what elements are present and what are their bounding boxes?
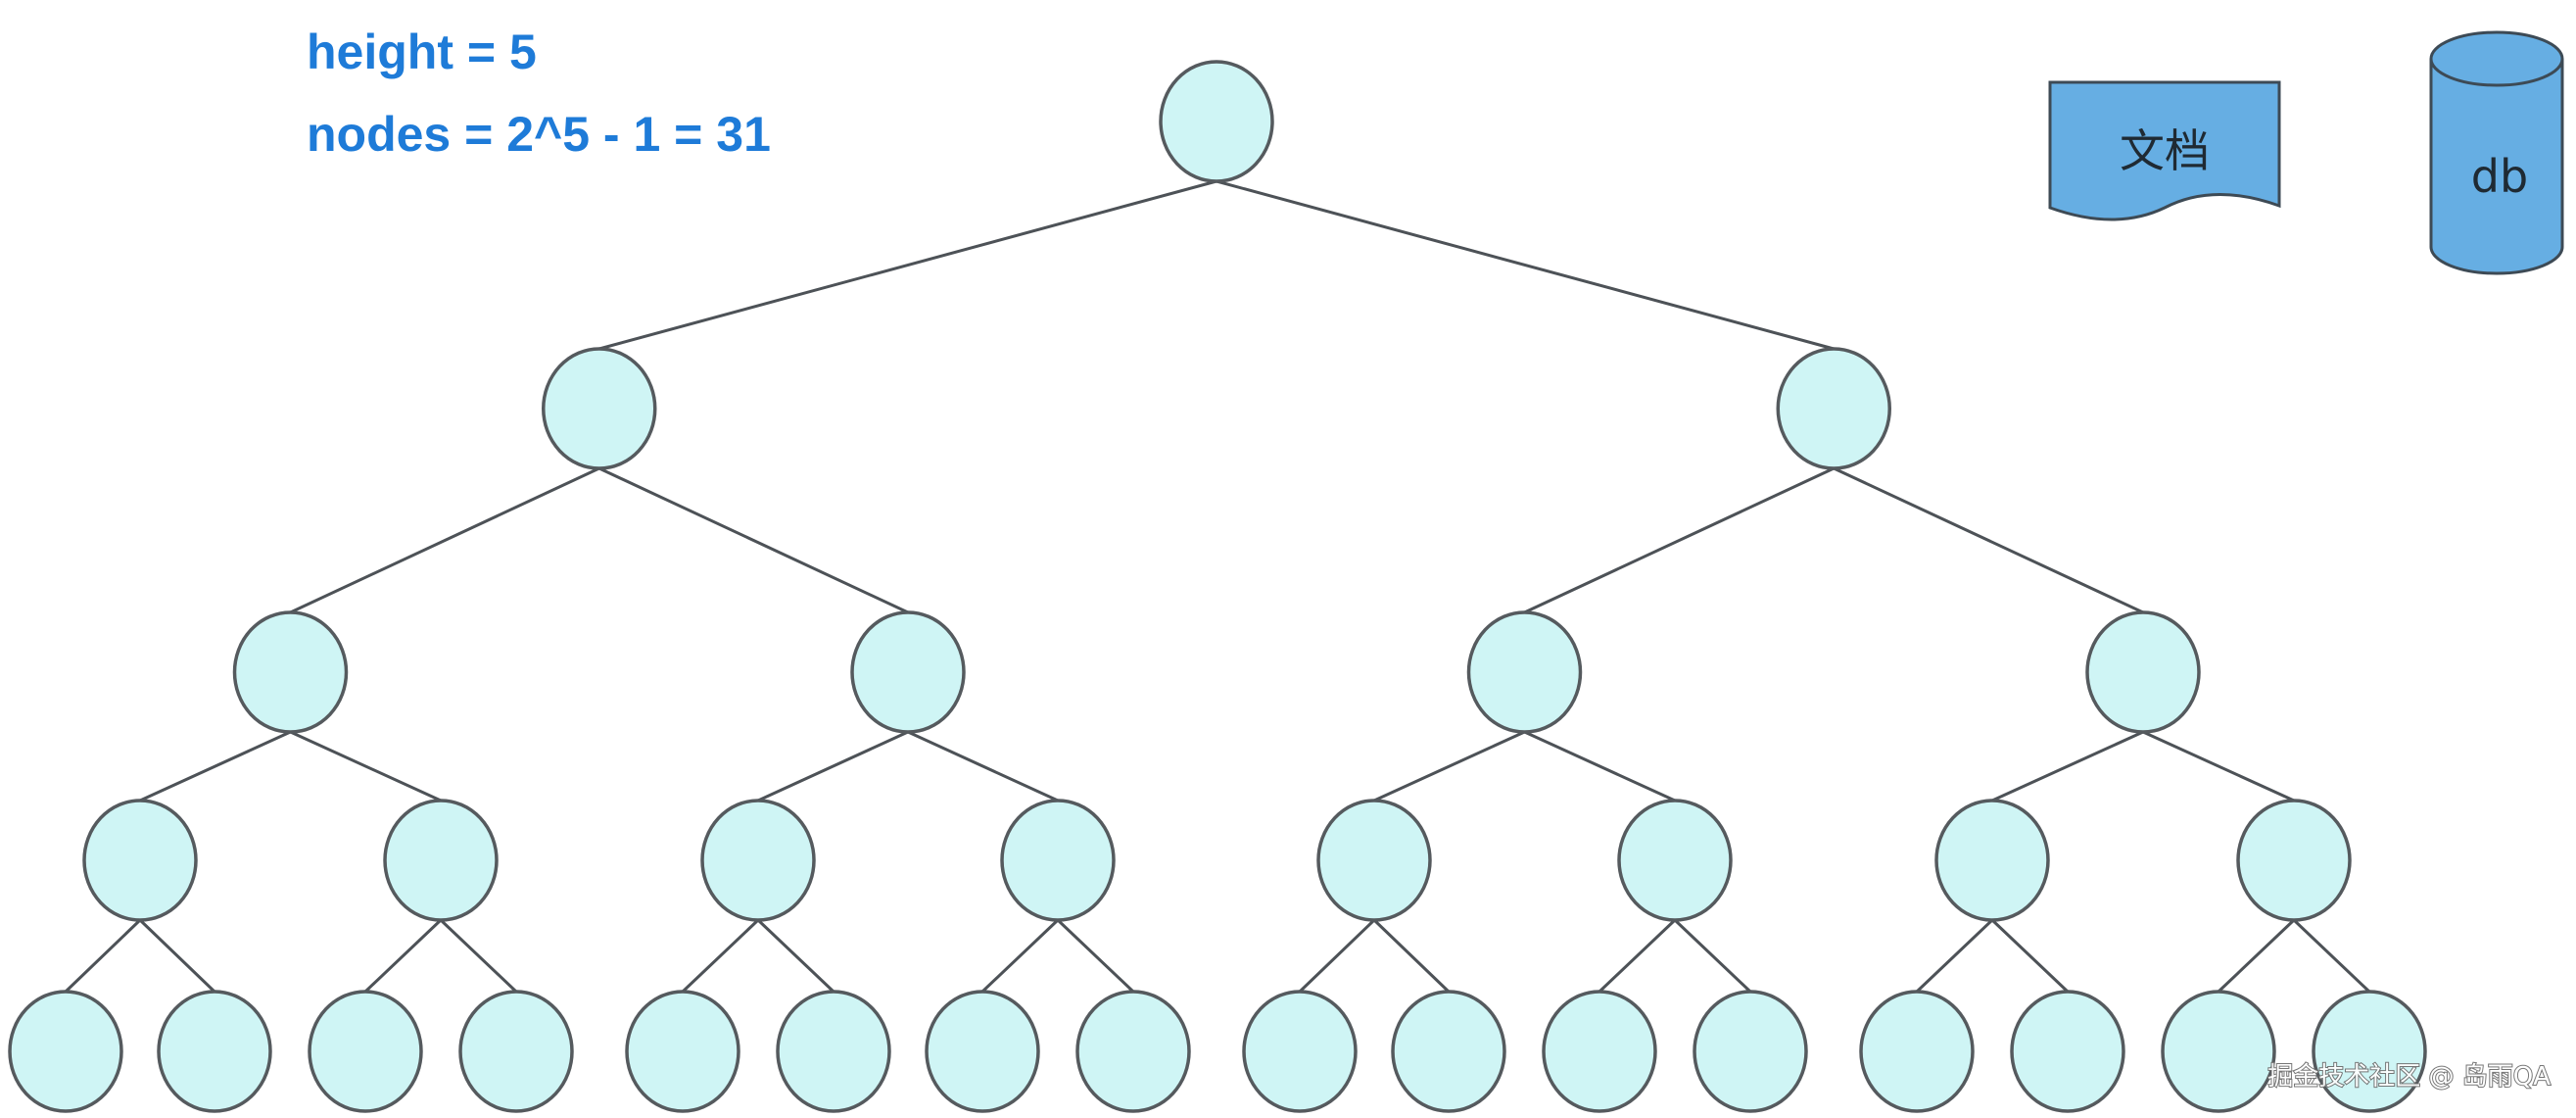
tree-edge	[1372, 918, 1451, 994]
tree-node	[925, 990, 1040, 1113]
tree-node	[383, 799, 499, 922]
tree-edge	[138, 918, 216, 994]
tree-edge	[598, 179, 1217, 351]
database-label: db	[2471, 150, 2528, 203]
tree-edge	[2292, 918, 2371, 994]
tree-node	[1466, 610, 1583, 734]
document-label: 文档	[2120, 124, 2210, 177]
tree-node	[1159, 60, 1274, 183]
tree-node	[1542, 990, 1657, 1113]
database-top	[2429, 30, 2564, 87]
tree-node	[1776, 347, 1891, 470]
tree-node	[157, 990, 272, 1113]
tree-node	[8, 990, 123, 1113]
tree-node	[1391, 990, 1506, 1113]
tree-edge	[1598, 918, 1677, 994]
document-icon	[2048, 80, 2281, 221]
tree-edge	[756, 918, 835, 994]
tree-edge	[1373, 730, 1526, 802]
tree-node	[1000, 799, 1116, 922]
tree-edge	[598, 466, 909, 614]
tree-edge	[2142, 730, 2295, 802]
tree-edge	[289, 466, 600, 614]
tree-edge	[1298, 918, 1376, 994]
tree-node	[1693, 990, 1808, 1113]
tree-node	[1617, 799, 1733, 922]
tree-edge	[139, 730, 292, 802]
document-shape: 文档	[2048, 80, 2281, 221]
tree-edge	[1673, 918, 1752, 994]
database-shape: db	[2429, 30, 2564, 275]
tree-edge	[1991, 730, 2144, 802]
tree-nodes	[8, 60, 2427, 1113]
tree-node	[232, 610, 349, 734]
tree-edge	[64, 918, 142, 994]
tree-node	[2010, 990, 2125, 1113]
tree-edges	[64, 179, 2371, 994]
tree-edge	[1915, 918, 1994, 994]
tree-node	[542, 347, 657, 470]
tree-node	[776, 990, 891, 1113]
tree-edge	[1523, 466, 1835, 614]
tree-node	[850, 610, 966, 734]
tree-edge	[363, 918, 443, 994]
tree-node	[2085, 610, 2201, 734]
tree-edge	[289, 730, 442, 802]
tree-node	[308, 990, 423, 1113]
tree-node	[1075, 990, 1191, 1113]
tree-edge	[2217, 918, 2296, 994]
tree-node	[2312, 990, 2427, 1113]
tree-node	[1316, 799, 1432, 922]
tree-node	[1242, 990, 1358, 1113]
tree-node	[458, 990, 574, 1113]
height-label: height = 5	[307, 24, 537, 79]
tree-edge	[757, 730, 909, 802]
tree-edge	[1523, 730, 1676, 802]
nodes-count-label: nodes = 2^5 - 1 = 31	[307, 107, 771, 162]
tree-node	[625, 990, 740, 1113]
tree-edge	[681, 918, 760, 994]
tree-node	[1934, 799, 2050, 922]
tree-edge	[1990, 918, 2070, 994]
tree-node	[2161, 990, 2276, 1113]
tree-node	[700, 799, 816, 922]
database-icon	[2429, 59, 2564, 275]
tree-node	[1859, 990, 1975, 1113]
tree-edge	[1833, 466, 2144, 614]
tree-edge	[439, 918, 518, 994]
tree-edge	[1056, 918, 1135, 994]
tree-edge	[1216, 179, 1835, 351]
tree-edge	[980, 918, 1060, 994]
tree-edge	[907, 730, 1059, 802]
tree-node	[82, 799, 198, 922]
watermark: 掘金技术社区 @ 岛雨QA	[2267, 1062, 2551, 1092]
tree-node	[2236, 799, 2352, 922]
